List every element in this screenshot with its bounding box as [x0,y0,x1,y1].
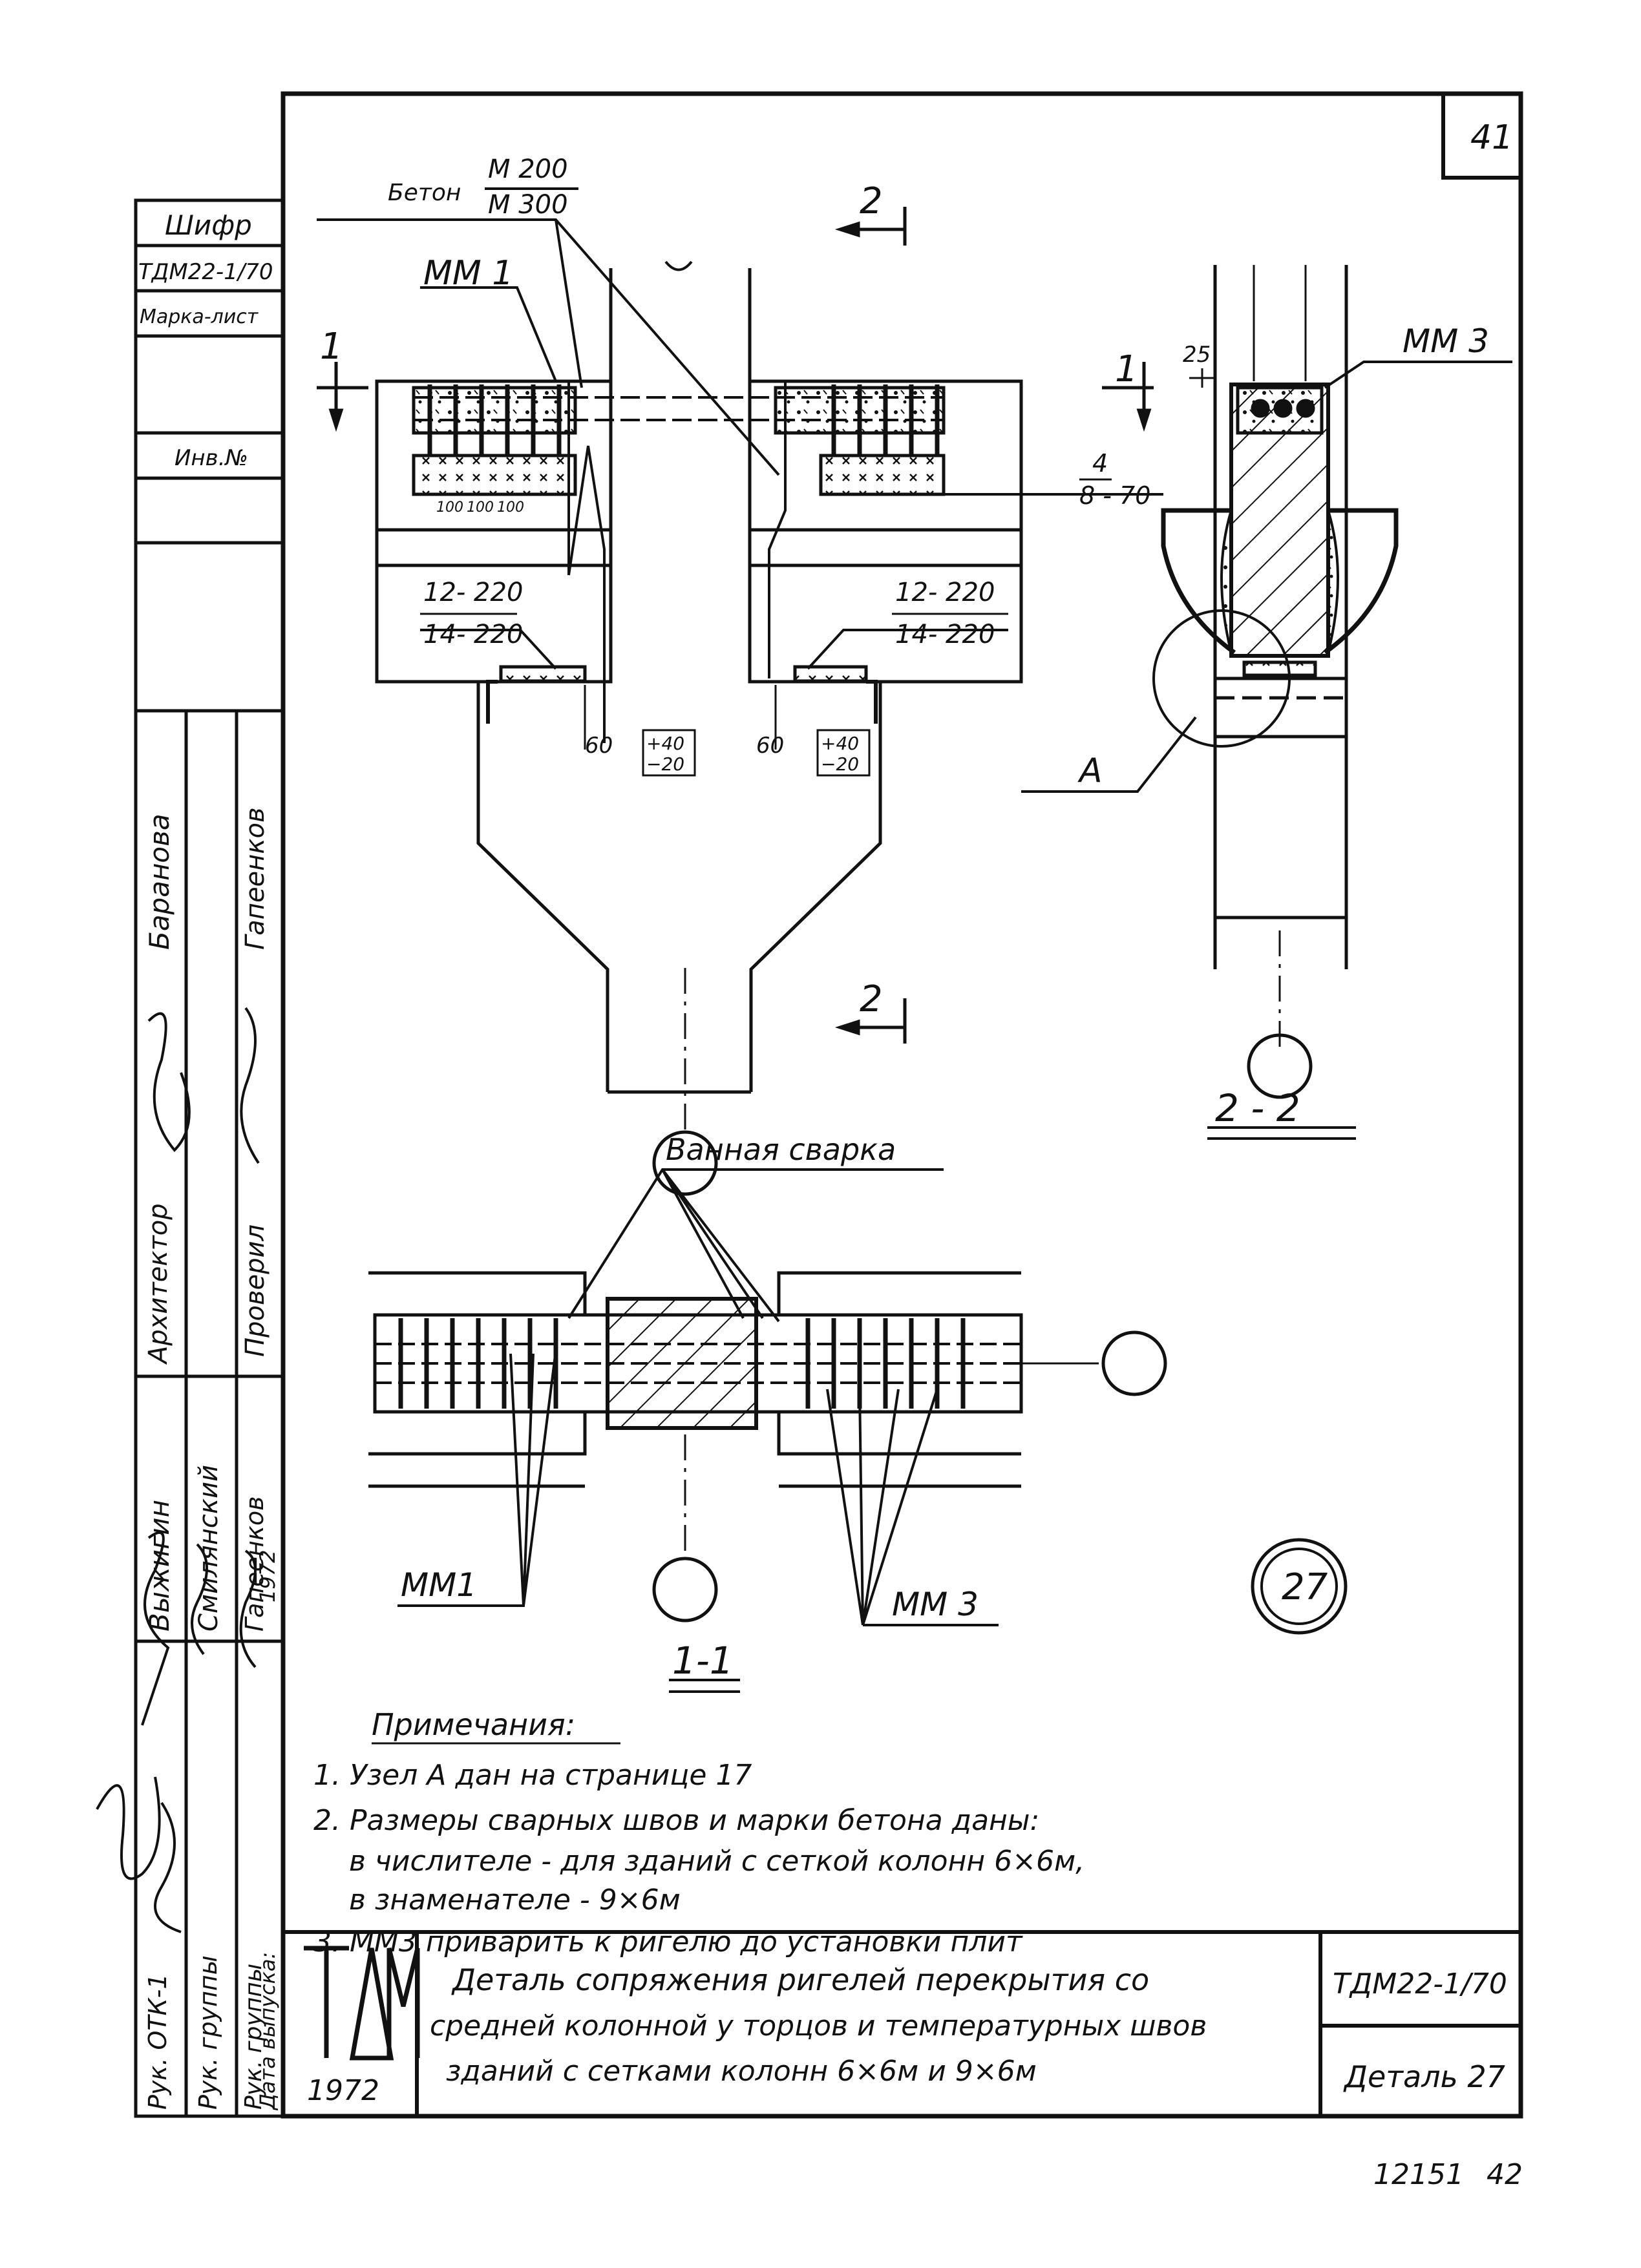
title-code: ТДМ22-1/70 [1333,1968,1507,2000]
concrete-label: Бетон [388,180,461,206]
stamp-role-0: Рук. ОТК-1 [143,1973,172,2110]
stamp-cipher: Шифр [165,209,252,241]
section-title-2-2: 2 - 2 [1215,1086,1300,1130]
note-2-line-3: в знаменателе - 9×6м [349,1884,681,1916]
concrete-grade-top: М 200 [488,154,568,184]
dim-60-right: 60 [756,733,784,759]
tdm-logo [304,1946,420,2061]
title-line-1: Деталь сопряжения ригелей перекрытия со [451,1962,1149,1997]
node-a-label: А [1077,751,1103,790]
concrete-grade-bottom: М 300 [488,190,568,220]
note-2-line-2: в числителе - для зданий с сеткой колонн… [349,1845,1085,1878]
stamp-person2-1: Гапеенков [240,807,270,950]
tol-plus-right: +40 [821,733,859,754]
stamp-inv: Инв.№ [175,445,248,471]
title-line-2: средней колонной у торцов и температурны… [430,2010,1207,2042]
section-mark-1-left: 1 [320,326,343,368]
mm1-label-plan: ММ1 [401,1566,477,1604]
bottom-number-2: 42 [1487,2158,1523,2191]
sheet-number: 41 [1470,118,1513,157]
bottom-number-1: 12151 [1373,2158,1464,2191]
weld-a-bottom-left: 14- 220 [423,620,523,649]
note-1: 1. Узел А дан на странице 17 [313,1759,752,1792]
section-title-1-1: 1-1 [672,1639,734,1683]
stamp-mark-sheet: Марка-лист [140,306,259,328]
mm3-label-plan: ММ 3 [892,1586,979,1623]
dim-100-1: 100 [436,499,463,516]
tol-minus-left: −20 [646,753,684,775]
dim-100-2: 100 [467,499,494,516]
note-3: 3. ММ3 приварить к ригелю до установки п… [313,1926,1023,1958]
title-detail: Деталь 27 [1343,2059,1505,2094]
sheet-number-box [1441,92,1523,180]
weld-size-bottom: 8 - 70 [1079,481,1150,510]
note-2: 2. Размеры сварных швов и марки бетона д… [313,1804,1039,1837]
mm3-label-top: ММ 3 [1403,322,1489,360]
left-stamp [134,198,285,2118]
section-mark-2-top: 2 [860,180,883,222]
view-elevation [317,207,1163,1196]
dim-60-left: 60 [585,733,613,759]
section-mark-2-bottom: 2 [860,978,883,1020]
bath-welding-label: Ванная сварка [666,1132,896,1167]
mm1-label-top: ММ 1 [423,254,513,293]
weld-a-top-right: 12- 220 [895,578,995,607]
signature-marks [96,1007,260,1933]
stamp-person2-0: Баранова [143,814,175,950]
section-mark-1-right: 1 [1115,348,1138,390]
stamp-role-1: Рук. группы [194,1955,222,2110]
tol-minus-right: −20 [821,753,859,775]
weld-a-bottom-right: 14- 220 [895,620,995,649]
dim-100-3: 100 [497,499,524,516]
stamp-role-3: Дата выпуска: [255,1951,280,2110]
title-line-3: зданий с сетками колонн 6×6м и 9×6м [446,2055,1037,2088]
weld-a-top-left: 12- 220 [423,578,523,607]
weld-size-top: 4 [1092,449,1108,478]
detail-badge-number: 27 [1282,1566,1328,1608]
dim-25: 25 [1183,342,1211,368]
view-section-2-2 [1021,265,1512,1140]
notes-heading: Примечания: [372,1707,575,1742]
title-year: 1972 [307,2074,379,2107]
stamp-code: ТДМ22-1/70 [138,259,273,285]
tol-plus-left: +40 [646,733,684,754]
view-plan-1-1 [368,1168,1348,1693]
